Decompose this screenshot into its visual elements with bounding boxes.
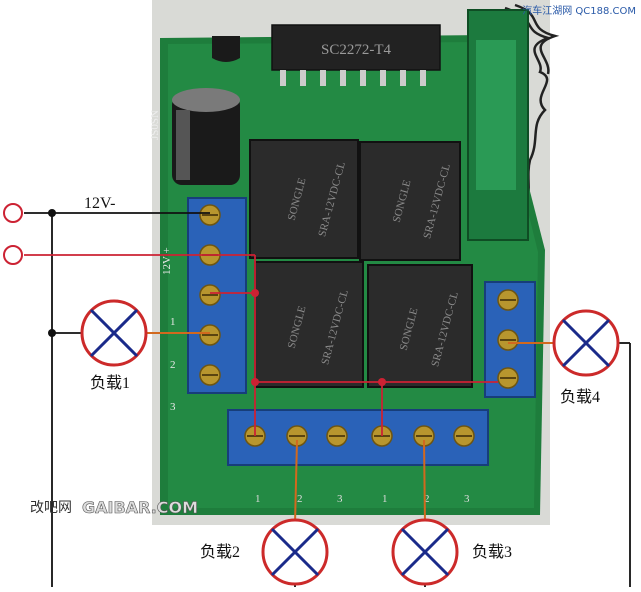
relay-2: SONGLE SRA-12VDC-CL [359,141,461,261]
terminal-mark-1: 1 [170,316,176,328]
terminal-mark-2: 2 [170,359,176,371]
label-load-1: 负载1 [90,374,130,392]
electrolytic-capacitor [172,88,240,185]
lamp-load-4 [552,309,620,377]
antenna-coil [504,3,560,231]
relay-4: SONGLE SRA-12VDC-CL [367,264,473,388]
label-12v-negative: 12V- [84,195,115,212]
input-terminal-negative [3,203,23,223]
bottom-mark-3b: 3 [464,493,470,505]
label-load-3: 负载3 [472,543,512,561]
ic-marking: SC2272-T4 [321,42,392,58]
terminal-mark-12v: 12V + [161,247,173,275]
transistor [212,36,240,62]
label-load-4: 负载4 [560,388,600,406]
bottom-mark-3a: 3 [337,493,343,505]
wire-load [146,332,554,525]
negative-junctions [48,209,56,337]
bottom-terminal-block [227,409,489,466]
bottom-mark-2a: 2 [297,493,303,505]
lamp-load-1 [80,299,148,367]
bottom-terminal-marks: 1 2 3 1 2 3 [255,493,470,505]
label-12v-positive: 12V+ [84,235,121,252]
watermark-gaibar-cn: 改吧网 [30,500,72,516]
watermark-qc188: 汽车江湖网 QC188.COM [522,4,636,17]
ic-chip: SC2272-T4 [271,24,441,86]
bottom-mark-1a: 1 [255,493,261,505]
lamp-load-3 [391,518,459,586]
terminal-mark-3: 3 [170,401,176,413]
watermark-gaibar-en: GAIBAR.COM [82,498,198,517]
bottom-mark-2b: 2 [424,493,430,505]
lamp-load-2 [261,518,329,586]
rf-module-board [476,40,516,190]
right-terminal-block [484,281,536,398]
board-side-marks: JS0SN [149,110,161,140]
input-terminal-positive [3,245,23,265]
wire-positive [24,254,498,436]
label-load-2: 负载2 [200,543,240,561]
relay-1: SONGLE SRA-12VDC-CL [249,139,359,259]
positive-junctions [251,289,386,386]
bottom-mark-1b: 1 [382,493,388,505]
relay-3: SONGLE SRA-12VDC-CL [254,261,364,388]
left-terminal-block [187,197,247,394]
